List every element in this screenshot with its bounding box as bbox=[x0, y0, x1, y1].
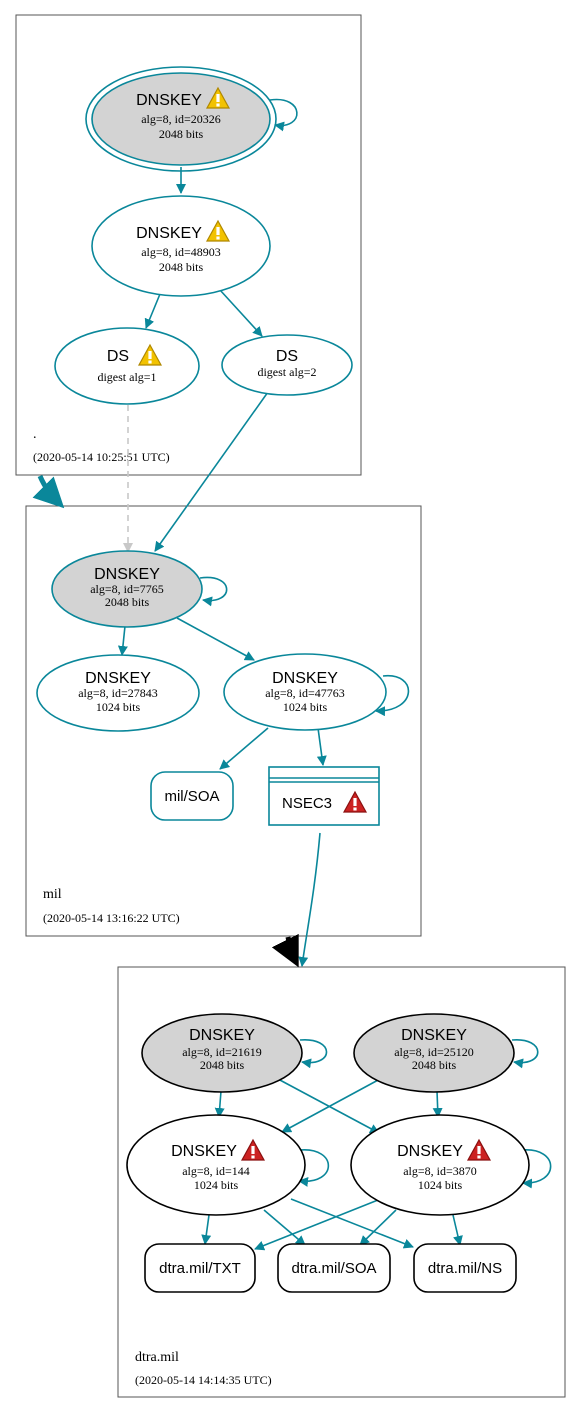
node-title: DNSKEY bbox=[94, 566, 160, 583]
zone-mil-label: mil bbox=[43, 887, 62, 902]
node-detail: alg=8, id=20326 bbox=[141, 112, 221, 126]
edge-root-ksk-self bbox=[269, 98, 298, 132]
edge-21619-self bbox=[299, 1039, 328, 1069]
edge-25120-self bbox=[511, 1039, 539, 1069]
edge-3870-soa bbox=[359, 1209, 397, 1246]
edge-root-zsk-ds1 bbox=[144, 293, 161, 329]
node-title: DS bbox=[107, 348, 129, 365]
node-mil-dnskey-47763[interactable]: DNSKEY alg=8, id=47763 1024 bits bbox=[223, 653, 387, 731]
node-size: 1024 bits bbox=[96, 700, 141, 714]
node-mil-ksk[interactable]: DNSKEY alg=8, id=7765 2048 bits bbox=[51, 550, 203, 628]
node-detail: digest alg=2 bbox=[257, 365, 316, 379]
node-title: dtra.mil/SOA bbox=[291, 1260, 376, 1277]
edge-3870-ns bbox=[452, 1214, 463, 1246]
zone-mil: mil (2020-05-14 13:16:22 UTC) bbox=[25, 505, 422, 937]
node-title: DNSKEY bbox=[171, 1143, 237, 1160]
node-dtra-dnskey-3870[interactable]: DNSKEY alg=8, id=3870 1024 bits bbox=[350, 1114, 530, 1216]
node-detail: alg=8, id=7765 bbox=[90, 582, 164, 596]
node-mil-dnskey-27843[interactable]: DNSKEY alg=8, id=27843 1024 bits bbox=[36, 654, 200, 732]
node-size: 2048 bits bbox=[159, 127, 204, 141]
delegation-arrow-mil-dtra bbox=[271, 933, 299, 968]
edge-21619-144 bbox=[214, 1090, 225, 1118]
zone-root-timestamp: (2020-05-14 10:25:51 UTC) bbox=[33, 450, 170, 464]
node-title: DNSKEY bbox=[272, 670, 338, 687]
node-title: dtra.mil/NS bbox=[428, 1260, 502, 1277]
node-size: 2048 bits bbox=[105, 595, 150, 609]
zone-mil-timestamp: (2020-05-14 13:16:22 UTC) bbox=[43, 911, 180, 925]
node-ds-2[interactable]: DS digest alg=2 bbox=[221, 334, 353, 396]
node-dtra-dnskey-25120[interactable]: DNSKEY alg=8, id=25120 2048 bits bbox=[353, 1013, 515, 1093]
node-detail: alg=8, id=21619 bbox=[182, 1045, 262, 1059]
node-size: 1024 bits bbox=[283, 700, 328, 714]
node-dtra-txt[interactable]: dtra.mil/TXT bbox=[144, 1243, 256, 1293]
node-detail: alg=8, id=27843 bbox=[78, 686, 158, 700]
node-detail: alg=8, id=144 bbox=[182, 1164, 250, 1178]
node-title: DNSKEY bbox=[85, 670, 151, 687]
node-nsec3[interactable]: NSEC3 bbox=[268, 766, 380, 826]
node-detail: alg=8, id=25120 bbox=[394, 1045, 474, 1059]
node-title: mil/SOA bbox=[164, 788, 219, 805]
edge-3870-self bbox=[521, 1149, 552, 1189]
node-dtra-dnskey-144[interactable]: DNSKEY alg=8, id=144 1024 bits bbox=[126, 1114, 306, 1216]
zone-root: . (2020-05-14 10:25:51 UTC) bbox=[15, 14, 362, 476]
edge-144-soa bbox=[263, 1209, 306, 1246]
edge-nsec3-dtra bbox=[298, 832, 321, 967]
node-dtra-dnskey-21619[interactable]: DNSKEY alg=8, id=21619 2048 bits bbox=[141, 1013, 303, 1093]
node-size: 1024 bits bbox=[418, 1178, 463, 1192]
edge-144-txt bbox=[201, 1214, 212, 1245]
node-dtra-soa[interactable]: dtra.mil/SOA bbox=[277, 1243, 391, 1293]
edge-25120-144 bbox=[281, 1078, 381, 1133]
node-title: DNSKEY bbox=[401, 1027, 467, 1044]
node-size: 1024 bits bbox=[194, 1178, 239, 1192]
zone-root-label: . bbox=[33, 427, 37, 442]
delegation-arrow-root-mil bbox=[32, 474, 65, 509]
node-root-zsk[interactable]: DNSKEY alg=8, id=48903 2048 bits bbox=[91, 195, 271, 297]
node-detail: alg=8, id=47763 bbox=[265, 686, 345, 700]
node-detail: alg=8, id=48903 bbox=[141, 245, 221, 259]
node-detail: alg=8, id=3870 bbox=[403, 1164, 477, 1178]
edge-root-zsk-ds2 bbox=[219, 289, 263, 337]
edge-25120-3870 bbox=[432, 1090, 443, 1118]
edge-144-self bbox=[298, 1149, 329, 1187]
node-title: dtra.mil/TXT bbox=[159, 1260, 241, 1277]
node-size: 2048 bits bbox=[412, 1058, 457, 1072]
node-detail: digest alg=1 bbox=[97, 370, 156, 384]
edge-47763-soa bbox=[219, 727, 269, 770]
edge-144-ns bbox=[290, 1198, 414, 1249]
node-title: DS bbox=[276, 348, 298, 365]
node-title: DNSKEY bbox=[189, 1027, 255, 1044]
node-title: NSEC3 bbox=[282, 795, 332, 812]
delegation-arrows bbox=[32, 474, 299, 968]
zone-dtra-timestamp: (2020-05-14 14:14:35 UTC) bbox=[135, 1373, 272, 1387]
node-title: DNSKEY bbox=[397, 1143, 463, 1160]
node-ds-1[interactable]: DS digest alg=1 bbox=[54, 327, 200, 405]
node-title: DNSKEY bbox=[136, 225, 202, 242]
node-title: DNSKEY bbox=[136, 92, 202, 109]
edge-47763-self bbox=[375, 675, 410, 717]
node-root-ksk[interactable]: DNSKEY alg=8, id=20326 2048 bits bbox=[85, 66, 277, 172]
node-size: 2048 bits bbox=[159, 260, 204, 274]
edge-47763-nsec3 bbox=[316, 727, 327, 766]
edge-3870-txt bbox=[254, 1199, 379, 1251]
edge-ds2-milksk bbox=[154, 391, 269, 552]
edge-mil-ksk-self bbox=[199, 576, 228, 607]
node-size: 2048 bits bbox=[200, 1058, 245, 1072]
zone-dtra-label: dtra.mil bbox=[135, 1350, 179, 1365]
node-mil-soa[interactable]: mil/SOA bbox=[150, 771, 234, 821]
edges bbox=[117, 98, 552, 1251]
edge-milksk-47763 bbox=[176, 617, 255, 661]
node-dtra-ns[interactable]: dtra.mil/NS bbox=[413, 1243, 517, 1293]
zone-dtra: dtra.mil (2020-05-14 14:14:35 UTC) bbox=[117, 966, 566, 1398]
edge-milksk-27843 bbox=[117, 625, 128, 656]
